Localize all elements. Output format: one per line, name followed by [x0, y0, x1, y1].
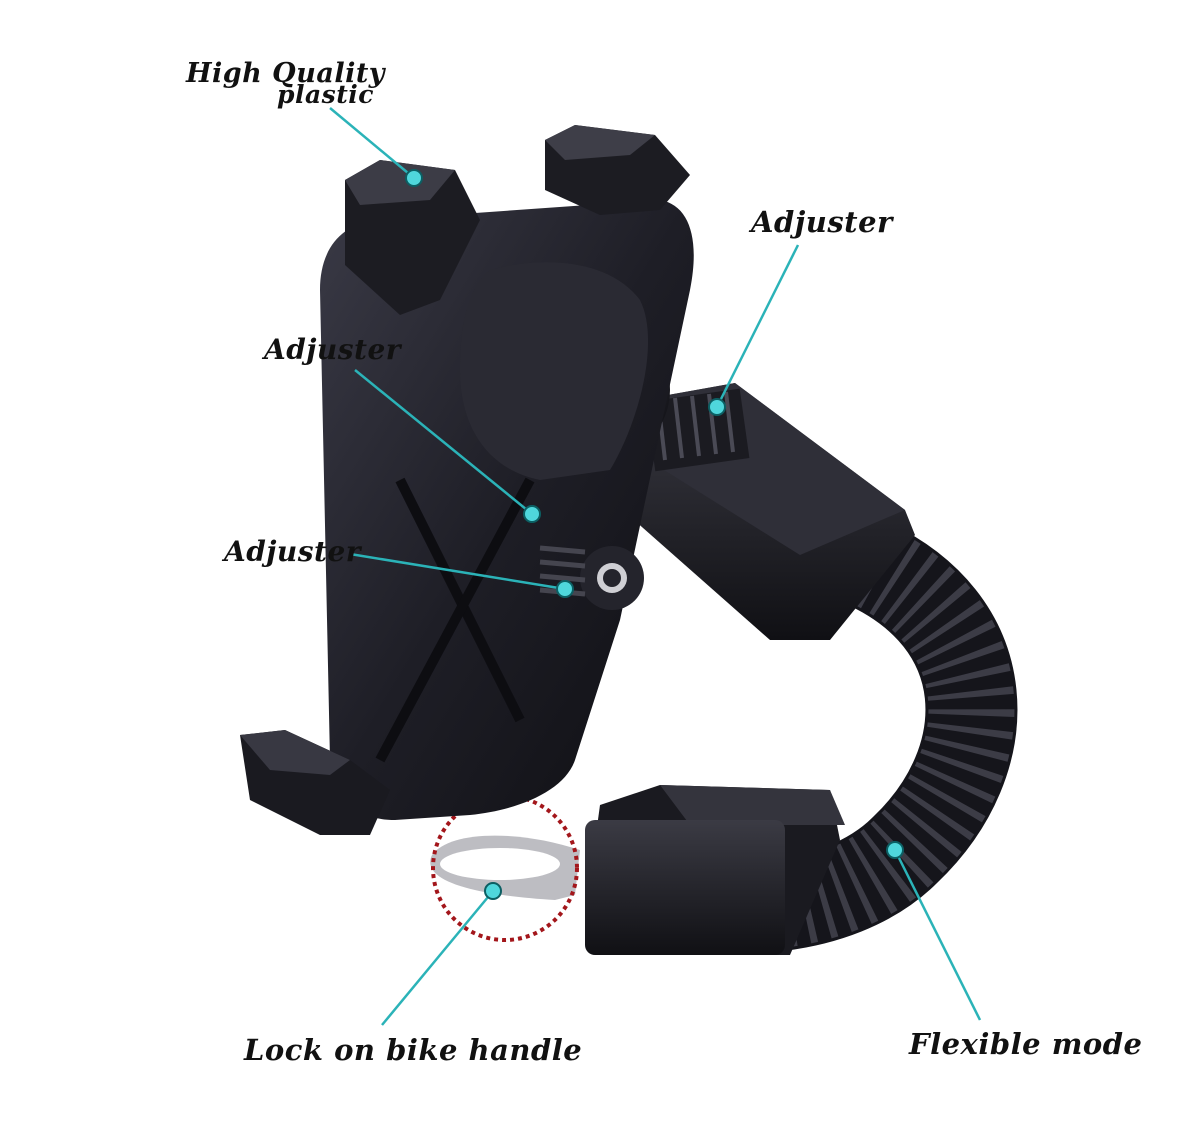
- label-flexible-mode: Flexible mode: [909, 1027, 1143, 1061]
- flexible-gooseneck: [734, 514, 1018, 951]
- handlebar-clamp: [585, 785, 845, 955]
- callout-lines: [329, 107, 982, 1026]
- label-lock-on-bike-handle: Lock on bike handle: [244, 1033, 583, 1067]
- phone-cradle: [240, 125, 694, 835]
- label-plastic: plastic: [277, 80, 375, 109]
- lock-loop: [430, 835, 580, 900]
- label-high-quality: High Quality: [186, 58, 385, 89]
- label-adjuster-lower: Adjuster: [224, 535, 362, 568]
- label-adjuster-top: Adjuster: [751, 205, 893, 239]
- label-adjuster-middle: Adjuster: [264, 333, 402, 366]
- callout-dots: [405, 169, 904, 900]
